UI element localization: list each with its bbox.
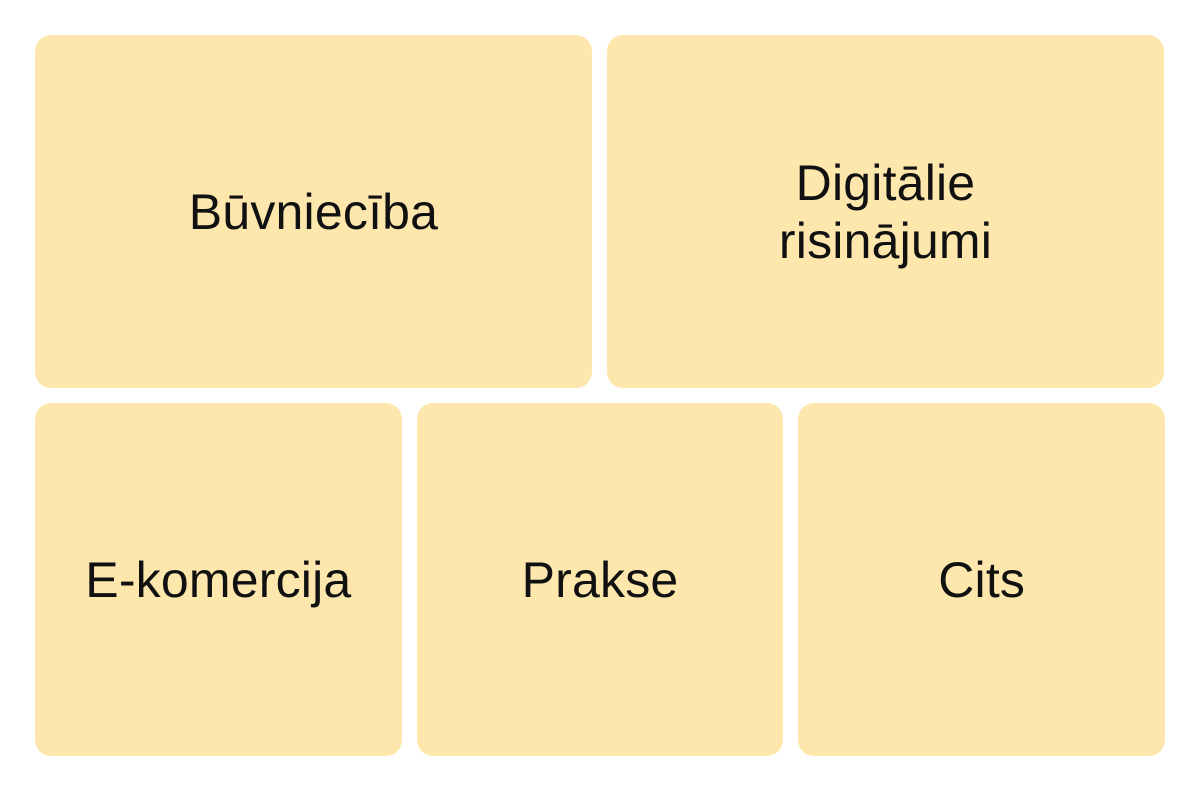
category-label: Prakse xyxy=(521,551,679,608)
category-tile-cits[interactable]: Cits xyxy=(798,403,1166,756)
category-grid: Būvniecība Digitālie risinājumi E-komerc… xyxy=(35,35,1166,756)
category-tile-digitalie-risinajumi[interactable]: Digitālie risinājumi xyxy=(607,35,1164,388)
category-label: Digitālie risinājumi xyxy=(778,154,993,269)
category-tile-prakse[interactable]: Prakse xyxy=(416,403,784,756)
category-tile-e-komercija[interactable]: E-komercija xyxy=(35,403,402,756)
category-label: E-komercija xyxy=(85,551,352,608)
category-row-top: Būvniecība Digitālie risinājumi xyxy=(35,35,1165,388)
category-tile-buvnieciba[interactable]: Būvniecība xyxy=(35,35,592,388)
category-row-bottom: E-komercija Prakse Cits xyxy=(35,403,1166,756)
category-label: Cits xyxy=(938,551,1026,608)
category-label: Būvniecība xyxy=(188,183,439,240)
